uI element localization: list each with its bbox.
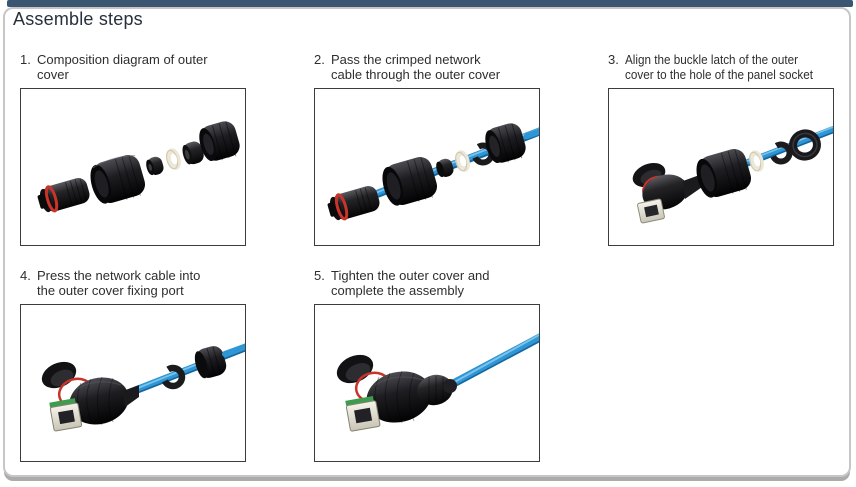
network-cable-tail <box>222 343 245 357</box>
end-cap <box>194 346 227 379</box>
press-cable-into-fixing-port-photo <box>41 343 245 432</box>
step-3: 3. Align the buckle latch of the outer c… <box>608 52 834 246</box>
washer <box>166 148 181 170</box>
step-5-caption: Tighten the outer cover and complete the… <box>331 268 490 298</box>
panel-socket <box>632 162 705 224</box>
washer <box>455 150 470 172</box>
step-1-caption: Composition diagram of outer cover <box>37 52 208 82</box>
step-2-caption: Pass the crimped network cable through t… <box>331 52 501 82</box>
pcb-edge <box>345 396 374 406</box>
steps-grid: 1. Composition diagram of outer cover <box>20 52 834 462</box>
assembled-connector <box>41 361 139 432</box>
step-5-photo <box>314 304 540 462</box>
align-buckle-latch-photo <box>632 125 833 224</box>
split-clamp <box>769 141 793 165</box>
washer <box>749 150 764 172</box>
step-4-photo <box>20 304 246 462</box>
top-accent-bar <box>7 0 853 7</box>
step-5-number: 5. <box>314 268 325 283</box>
step-2-photo <box>314 88 540 246</box>
rj45-port <box>49 398 83 432</box>
step-3-number: 3. <box>608 52 619 67</box>
cable-clamp <box>182 141 204 165</box>
complete-assembly-photo <box>336 333 539 432</box>
step-2: 2. Pass the crimped network cable throug… <box>314 52 540 246</box>
assembled-connector <box>336 354 457 432</box>
step-2-number: 2. <box>314 52 325 67</box>
step-4-heading: 4. Press the network cable into the oute… <box>20 268 246 298</box>
connector-plug <box>37 178 90 213</box>
step-2-heading: 2. Pass the crimped network cable throug… <box>314 52 540 82</box>
step-3-heading: 3. Align the buckle latch of the outer c… <box>608 52 834 82</box>
split-clamp <box>160 364 186 390</box>
step-5: 5. Tighten the outer cover and complete … <box>314 268 540 462</box>
step-1: 1. Composition diagram of outer cover <box>20 52 246 246</box>
step-1-photo <box>20 88 246 246</box>
end-cap <box>485 123 526 164</box>
sealing-grommet <box>146 156 164 176</box>
exploded-outer-cover-photo <box>37 121 240 213</box>
step-4-number: 4. <box>20 268 31 283</box>
pcb-edge <box>49 398 76 408</box>
sealing-grommet <box>436 158 454 178</box>
network-cable-tail <box>524 128 539 139</box>
tightened-end-cap <box>417 374 453 406</box>
network-cable <box>443 333 539 391</box>
end-cap-ring <box>789 129 821 161</box>
step-4-caption: Press the network cable into the outer c… <box>37 268 201 298</box>
outer-cover-barrel <box>382 157 438 206</box>
step-1-heading: 1. Composition diagram of outer cover <box>20 52 246 82</box>
rj45-port <box>637 198 665 224</box>
panel-title: Assemble steps <box>13 9 143 29</box>
step-3-photo <box>608 88 834 246</box>
o-ring <box>334 193 349 221</box>
o-ring <box>44 185 59 213</box>
outer-cover-barrel <box>90 155 146 204</box>
cable-through-outer-cover-photo <box>327 123 539 221</box>
step-3-caption: Align the buckle latch of the outer cove… <box>625 52 813 82</box>
step-5-heading: 5. Tighten the outer cover and complete … <box>314 268 540 298</box>
connector-plug <box>327 186 380 221</box>
step-1-number: 1. <box>20 52 31 67</box>
end-cap <box>199 121 240 162</box>
step-4: 4. Press the network cable into the oute… <box>20 268 246 462</box>
outer-cover-barrel <box>696 149 752 198</box>
rj45-port <box>345 396 381 432</box>
